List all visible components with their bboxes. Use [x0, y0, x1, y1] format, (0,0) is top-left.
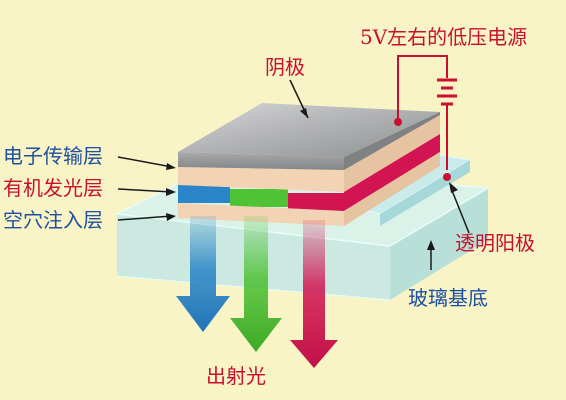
- organic-stack-side: [344, 115, 440, 226]
- cathode: [178, 103, 440, 170]
- glass-substrate-label: 玻璃基底: [408, 286, 488, 310]
- cathode-label: 阴极: [265, 55, 305, 79]
- peach-layers-front: [178, 167, 344, 226]
- hole-injection-label: 空穴注入层: [3, 208, 103, 232]
- emissive-layer-front: [178, 185, 344, 211]
- power-supply-circuit: [397, 55, 457, 170]
- transparent-anode-label: 透明阳极: [455, 231, 535, 255]
- emitted-light-arrows: [176, 216, 338, 368]
- electron-transport-label: 电子传输层: [3, 144, 103, 168]
- cathode-terminal: [394, 118, 402, 126]
- red-light-arrow: [290, 220, 338, 368]
- leader-lines: [117, 79, 470, 270]
- emitted-light-label: 出射光: [206, 364, 266, 388]
- voltage-label: 5V左右的低压电源: [360, 25, 528, 49]
- organic-emissive-label: 有机发光层: [3, 176, 103, 200]
- green-light-arrow: [230, 216, 282, 352]
- blue-light-arrow: [176, 216, 230, 332]
- anode-terminal: [443, 173, 451, 181]
